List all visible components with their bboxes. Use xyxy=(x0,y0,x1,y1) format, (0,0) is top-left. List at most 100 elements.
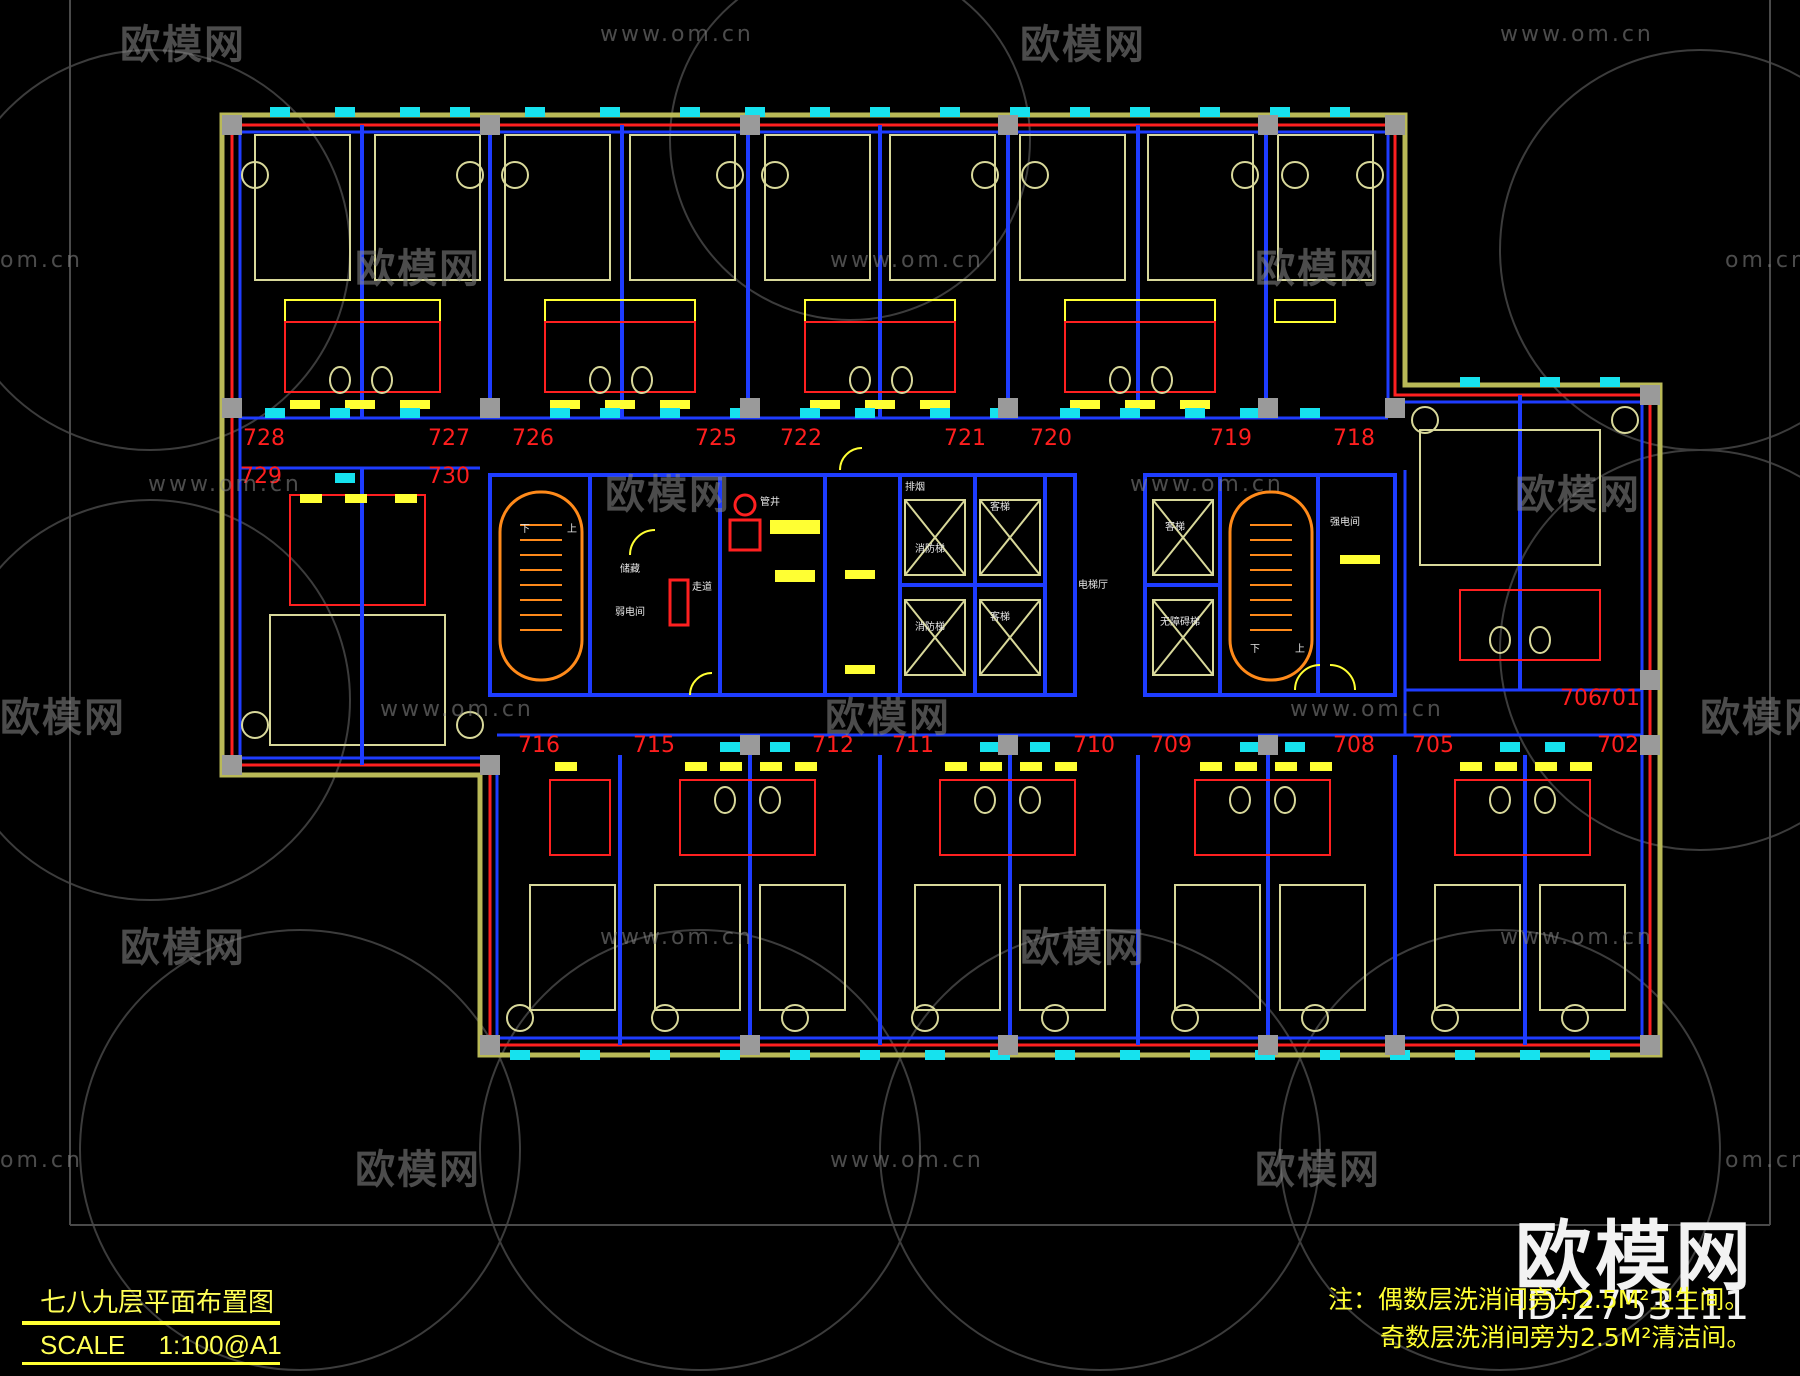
watermark-url: www.om.cn xyxy=(600,925,754,950)
watermark-url: www.om.cn xyxy=(1500,22,1654,47)
room-number: 712 xyxy=(812,733,854,758)
note-line-2: 奇数层洗消间旁为2.5M²清洁间。 xyxy=(1380,1323,1752,1352)
watermark-url: www.om.cn xyxy=(1130,472,1284,497)
room-number: 705 xyxy=(1412,733,1454,758)
guest-elevator-label: 客梯 xyxy=(1165,520,1185,533)
stair-up-label: 上 xyxy=(567,523,577,535)
room-number: 721 xyxy=(944,426,986,451)
fire-elevator-label: 消防梯 xyxy=(915,542,945,555)
room-number: 716 xyxy=(518,733,560,758)
bottom-room-units xyxy=(506,786,1626,1032)
corridor-label: 走道 xyxy=(692,580,712,593)
room-number: 708 xyxy=(1333,733,1375,758)
room-number: 719 xyxy=(1210,426,1252,451)
room-number: 706 xyxy=(1560,686,1602,711)
watermark-logo: 欧模网 xyxy=(1020,22,1146,68)
left-wing xyxy=(241,468,484,765)
room-number: 715 xyxy=(633,733,675,758)
watermark-logo: 欧模网 xyxy=(825,695,951,741)
stair-treads xyxy=(520,524,1292,631)
bottom-bath-walls xyxy=(549,779,1591,856)
watermark-url: www.om.cn xyxy=(830,1148,984,1173)
watermark-url: www.om.cn xyxy=(380,697,534,722)
scale-text: SCALE 1:100@A1 xyxy=(40,1330,282,1361)
grid-lines xyxy=(69,0,1771,1226)
room-number: 725 xyxy=(695,426,737,451)
windows xyxy=(265,107,1620,1060)
fire-elevator-label: 消防梯 xyxy=(915,620,945,633)
room-number: 729 xyxy=(240,464,282,489)
right-wing xyxy=(1411,395,1639,690)
room-number: 722 xyxy=(780,426,822,451)
watermark-brand-large: 欧模网 xyxy=(1515,1212,1755,1301)
room-number: 728 xyxy=(243,426,285,451)
bottom-room-partitions xyxy=(618,755,1527,1045)
service-room-fixtures xyxy=(770,520,1380,674)
watermark-url: www.om.cn xyxy=(1290,697,1444,722)
top-room-units xyxy=(254,134,1374,281)
elevator-cars xyxy=(904,499,1214,676)
watermark-url: om.cn xyxy=(0,1148,83,1173)
room-labels: 728 727 726 725 722 721 720 719 718 729 … xyxy=(240,426,1640,758)
watermark-url: om.cn xyxy=(0,248,83,273)
top-bath-fixtures xyxy=(241,161,1384,394)
room-number: 720 xyxy=(1030,426,1072,451)
watermark-logo: 欧模网 xyxy=(120,925,246,971)
elevator-hall-label: 电梯厅 xyxy=(1078,578,1108,591)
smoke-shaft-label: 排烟 xyxy=(905,480,925,493)
watermark-logo: 欧模网 xyxy=(0,695,126,741)
watermark-url: www.om.cn xyxy=(1500,925,1654,950)
watermark-url: om.cn xyxy=(1725,1148,1800,1173)
red-equipment xyxy=(668,493,762,627)
stair-down-label: 下 xyxy=(1250,644,1260,655)
top-bathrooms xyxy=(284,299,1336,323)
pipe-shaft-label: 管井 xyxy=(760,495,780,508)
core xyxy=(488,473,1397,697)
room-number: 701 xyxy=(1598,686,1640,711)
watermark-id: ID:2753111 xyxy=(1515,1283,1750,1329)
room-number: 702 xyxy=(1597,733,1639,758)
watermark-logo: 欧模网 xyxy=(355,1147,481,1193)
room-number: 710 xyxy=(1073,733,1115,758)
core-labels: 电梯厅 强电间 弱电间 储藏 走道 消防梯 消防梯 客梯 客梯 客梯 无障碍梯 … xyxy=(520,480,1360,655)
drawing-title: 七八九层平面布置图 xyxy=(40,1288,275,1318)
room-number: 730 xyxy=(428,464,470,489)
title-underline xyxy=(22,1321,280,1325)
watermark-logo: 欧模网 xyxy=(1255,246,1381,292)
note-line-1: 注：偶数层洗消间旁为2.5M²卫生间。 xyxy=(1328,1285,1750,1314)
door-swings xyxy=(629,447,1356,696)
top-bath-walls xyxy=(284,321,1216,393)
top-room-partitions xyxy=(360,125,1268,418)
weak-current-label: 弱电间 xyxy=(615,605,645,618)
watermark-logo: 欧模网 xyxy=(355,246,481,292)
room-number: 709 xyxy=(1150,733,1192,758)
watermark-logo: 欧模网 xyxy=(1700,695,1800,741)
watermark-url: www.om.cn xyxy=(830,248,984,273)
scale-value: 1:100@A1 xyxy=(158,1330,282,1360)
watermark-logo: 欧模网 xyxy=(1020,925,1146,971)
top-bath-labels-bg xyxy=(290,400,1210,409)
room-number: 711 xyxy=(892,733,934,758)
columns xyxy=(222,115,1660,1055)
strong-current-label: 强电间 xyxy=(1330,515,1360,528)
watermark-logo: 欧模网 xyxy=(1515,472,1641,518)
scale-underline xyxy=(22,1362,280,1365)
room-number: 726 xyxy=(512,426,554,451)
storage-label: 储藏 xyxy=(620,562,640,575)
room-number: 718 xyxy=(1333,426,1375,451)
stair-up-label: 上 xyxy=(1295,643,1305,655)
watermark-logo: 欧模网 xyxy=(120,22,246,68)
room-number: 727 xyxy=(428,426,470,451)
barrier-free-elevator-label: 无障碍梯 xyxy=(1160,615,1200,628)
watermark-logo: 欧模网 xyxy=(605,472,731,518)
guest-elevator-label: 客梯 xyxy=(990,500,1010,513)
watermark-url: www.om.cn xyxy=(148,472,302,497)
stair-down-label: 下 xyxy=(520,524,530,535)
stairs xyxy=(498,490,1314,682)
watermark-logo: 欧模网 xyxy=(1255,1147,1381,1193)
watermark-url: om.cn xyxy=(1725,248,1800,273)
scale-label: SCALE xyxy=(40,1330,126,1360)
watermark-url: www.om.cn xyxy=(600,22,754,47)
